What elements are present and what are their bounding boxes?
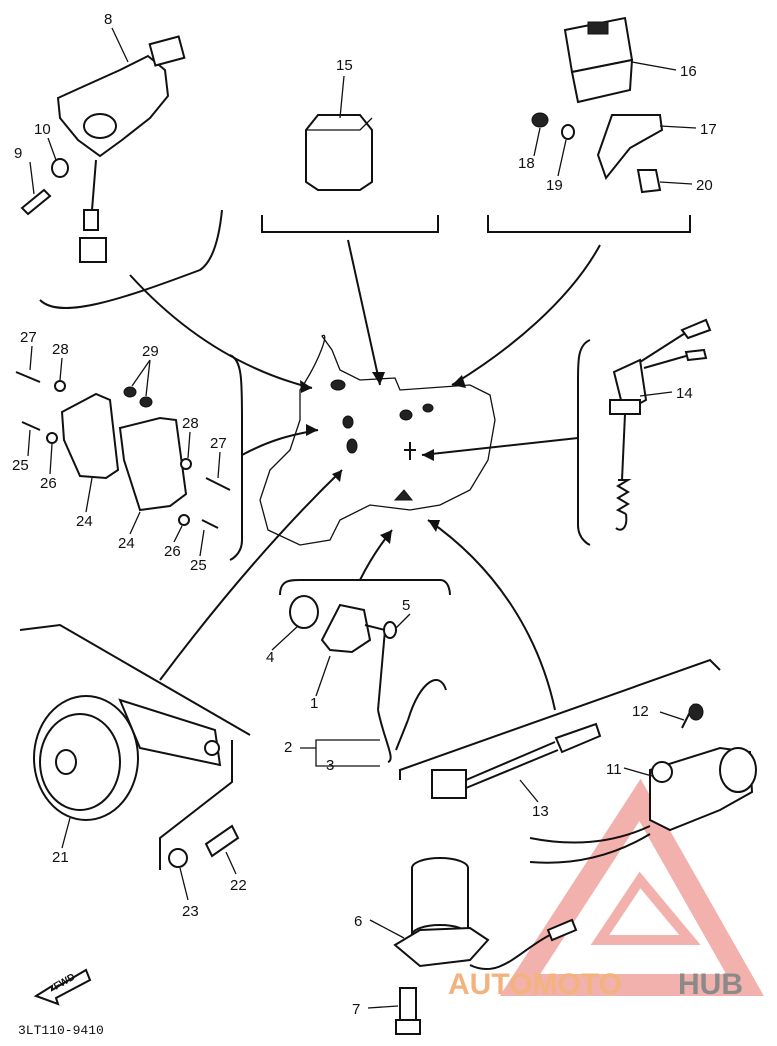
callout-23: 23 [182,903,199,920]
callout-27a: 27 [20,329,37,346]
callout-labels: 1 2 3 4 5 6 7 8 9 10 11 12 13 14 15 16 1… [12,11,717,1018]
callout-15: 15 [336,57,353,74]
callout-9: 9 [14,145,22,162]
forward-arrow-icon: FWD [33,968,92,1006]
callout-1: 1 [310,695,318,712]
part-code: 3LT110-9410 [18,1023,104,1038]
watermark-logo [499,778,764,996]
callout-21: 21 [52,849,69,866]
cylinder-part [529,703,757,864]
callout-27b: 27 [210,435,227,452]
callout-14: 14 [676,385,693,402]
callout-13: 13 [532,803,549,820]
callout-7: 7 [352,1001,360,1018]
leader-lines [27,27,697,1009]
callout-26b: 26 [164,543,181,560]
frame-silhouette [259,334,496,546]
callout-25b: 25 [190,557,207,574]
callout-16: 16 [680,63,697,80]
horn-part [33,695,240,870]
watermark-brand-left: AUTOMOTO [448,968,622,1001]
relay-part [305,114,373,191]
relay-bracket-part [531,16,664,194]
callout-12: 12 [632,703,649,720]
callout-2: 2 [284,739,292,756]
callout-22: 22 [230,877,247,894]
callout-29: 29 [142,343,159,360]
watermark-text: AUTOMOTO HUB [448,968,743,1001]
callout-11: 11 [606,761,622,778]
callout-28b: 28 [182,415,199,432]
callout-24a: 24 [76,513,93,530]
callout-28a: 28 [52,341,69,358]
wire-harness-part [431,722,602,799]
callout-17: 17 [700,121,717,138]
callout-19: 19 [546,177,563,194]
sender-part [289,595,447,763]
neutral-switch-part [609,318,712,531]
connector-arrows [129,239,601,711]
callout-4: 4 [266,649,274,666]
callout-6: 6 [354,913,362,930]
callout-10: 10 [34,121,51,138]
callout-26a: 26 [40,475,57,492]
reflector-parts [15,371,231,529]
callout-24b: 24 [118,535,135,552]
main-switch-part [20,35,186,263]
callout-20: 20 [696,177,713,194]
group-brackets [19,209,721,780]
watermark-brand-right: HUB [678,968,743,1001]
fuel-pump-part [393,857,578,1035]
callout-18: 18 [518,155,535,172]
callout-5: 5 [402,597,410,614]
callout-25a: 25 [12,457,29,474]
callout-8: 8 [104,11,112,28]
